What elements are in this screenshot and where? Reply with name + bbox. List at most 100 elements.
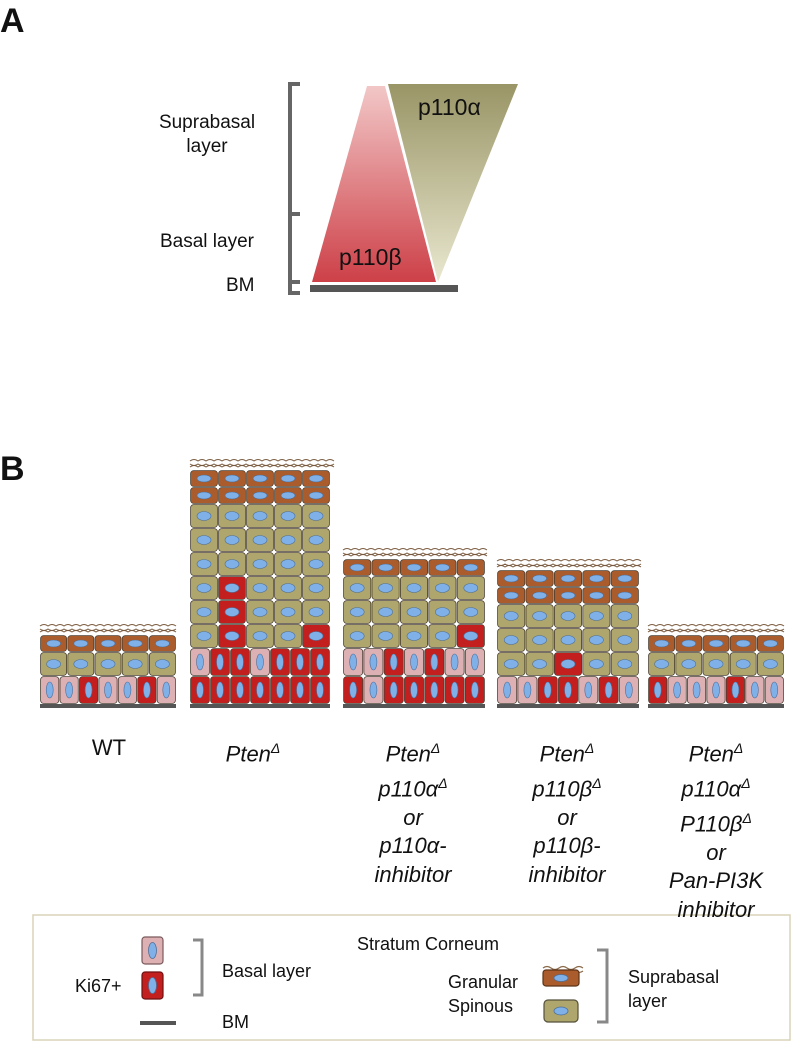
genotype-label-line: p110βΔ [532,774,602,802]
nucleus [308,631,324,641]
nucleus [276,681,284,699]
nucleus [308,535,324,545]
basement-membrane [190,704,330,708]
genotype-label-line: or [557,804,577,830]
nucleus [349,681,357,699]
legend-stratum-corneum-label: Stratum Corneum [357,934,500,954]
nucleus [450,653,459,671]
stack-pten-p110b [496,559,642,708]
nucleus [463,607,479,617]
legend-spinous-label: Spinous [448,996,514,1016]
legend-basal-label: Basal layer [222,961,312,981]
nucleus [155,639,170,648]
nucleus [560,659,576,669]
nucleus [224,631,240,641]
nucleus [224,474,240,483]
nucleus [280,583,296,593]
nucleus [196,491,212,500]
nucleus [532,574,547,583]
legend-basal-bracket [193,938,204,997]
nucleus [280,474,296,483]
nucleus [735,659,751,669]
nucleus [564,681,572,699]
nucleus [100,639,116,648]
nucleus [751,681,759,699]
nucleus [463,583,479,593]
nucleus [73,639,89,648]
nucleus [349,563,365,572]
nucleus [503,574,519,583]
nucleus [430,681,439,699]
nucleus [430,653,439,671]
nucleus [65,681,73,699]
genotype-label-line: p110αΔ [378,774,448,802]
basement-membrane [40,704,176,708]
nucleus [100,659,116,669]
nucleus [224,607,240,617]
genotype-label-line: p110αΔ [681,774,751,802]
nucleus [280,511,296,521]
nucleus [308,583,324,593]
stratum-corneum [189,463,335,466]
nucleus [435,607,450,617]
nucleus [155,659,170,669]
nucleus [308,511,324,521]
nucleus [252,559,268,569]
nucleus [604,681,613,699]
nucleus [280,631,296,641]
genotype-label-line: or [403,804,423,830]
nucleus [280,559,296,569]
basal-bracket [288,212,300,284]
basement-membrane [343,704,485,708]
nucleus [617,659,633,669]
nucleus [196,681,204,699]
nucleus [503,681,511,699]
nucleus [308,607,324,617]
nucleus [349,607,365,617]
nucleus [280,535,296,545]
nucleus [471,681,479,699]
nucleus [369,653,378,671]
stratum-corneum [39,624,177,627]
nucleus [406,631,422,641]
nucleus [532,659,547,669]
nucleus [196,653,204,671]
nucleus [654,659,669,669]
nucleus [296,653,304,671]
legend-ki67-label: Ki67+ [75,976,122,996]
nucleus [127,659,143,669]
basement-membrane [648,704,784,708]
p110-alpha-label: p110α [418,94,481,120]
nucleus [46,639,61,648]
nucleus [216,653,224,671]
nucleus [617,611,633,621]
nucleus [503,591,519,600]
genotype-label-line: inhibitor [677,896,755,922]
nucleus [196,631,212,641]
stratum-corneum [342,552,488,555]
nucleus [654,639,669,648]
genotype-label-wt: WT [39,734,179,763]
nucleus [196,559,212,569]
nucleus [224,559,240,569]
panel-b-letter: B [0,450,25,488]
nucleus [349,653,357,671]
genotype-label-line: or [706,839,726,865]
stratum-corneum [496,559,642,562]
legend-basal-cell [141,936,164,965]
epidermis-stacks [39,459,785,708]
nucleus [712,681,720,699]
basal-layer-label: Basal layer [160,231,254,252]
suprabasal-layer-label: Suprabasal layer [158,112,256,157]
nucleus [708,639,724,648]
nucleus [503,635,519,645]
stack-pten-p110a [342,548,488,708]
genotype-label-line: PtenΔ [225,740,281,767]
stratum-corneum [189,459,335,462]
nucleus [224,511,240,521]
nucleus [617,574,633,583]
nucleus [389,681,398,699]
legend-granular-cell [542,969,580,987]
